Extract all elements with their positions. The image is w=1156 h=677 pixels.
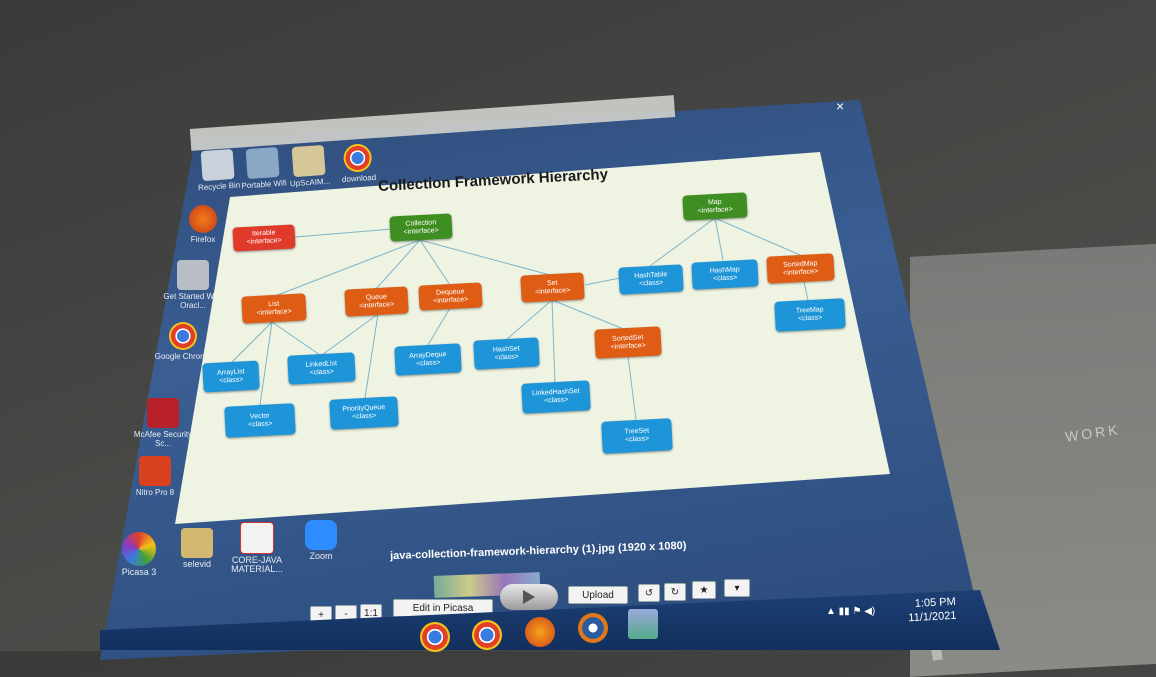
- nitro-icon: [139, 456, 171, 486]
- diagram-connectors: [231, 217, 809, 421]
- pdf-icon: [240, 522, 274, 554]
- node-arraylist: ArrayList <class>: [202, 360, 260, 393]
- taskbar-chrome-2-icon[interactable]: [472, 620, 502, 650]
- node-linkedhashset: LinkedHashSet <class>: [521, 380, 591, 414]
- node-collection: Collection <interface>: [389, 213, 453, 242]
- oracle-db-icon: [177, 260, 209, 290]
- folder-icon: [181, 528, 213, 558]
- desktop-icon-core-java[interactable]: CORE-JAVA MATERIAL...: [222, 522, 292, 574]
- play-slideshow-button[interactable]: [500, 584, 558, 610]
- star-button[interactable]: ★: [692, 581, 716, 599]
- node-queue: Queue <interface>: [344, 286, 409, 317]
- node-treeset: TreeSet <class>: [601, 418, 673, 454]
- zoom-icon: [305, 520, 337, 550]
- chrome-icon: [169, 322, 197, 350]
- node-linkedlist: LinkedList <class>: [287, 352, 356, 385]
- upload-button[interactable]: Upload: [568, 586, 628, 604]
- node-sortedmap: SortedMap <interface>: [766, 253, 835, 284]
- node-iterable: Iterable <interface>: [232, 224, 296, 252]
- taskbar-photo-viewer-icon[interactable]: [628, 609, 658, 639]
- taskbar-chrome-icon[interactable]: [420, 622, 450, 652]
- tray-icons[interactable]: ▲ ▮▮ ⚑ ◀): [826, 606, 876, 617]
- desktop-icon-oracle[interactable]: Get Started With Oracl...: [158, 260, 228, 310]
- desktop-icon-firefox[interactable]: Firefox: [168, 205, 238, 244]
- node-set: Set <interface>: [520, 272, 585, 303]
- node-treemap: TreeMap <class>: [774, 298, 846, 332]
- desktop-icon-mcafee[interactable]: McAfee Security Sc...: [128, 398, 198, 448]
- node-arraydeque: ArrayDeque <class>: [394, 343, 462, 376]
- clock-date: 11/1/2021: [908, 609, 957, 625]
- taskbar-firefox-icon[interactable]: [525, 617, 555, 647]
- more-options-button[interactable]: ▾: [724, 579, 750, 597]
- rotate-left-button[interactable]: ↺: [638, 584, 660, 602]
- desktop-icon-picasa[interactable]: Picasa 3: [104, 532, 174, 577]
- play-icon: [523, 590, 535, 604]
- node-list: List <interface>: [241, 293, 307, 324]
- node-hashmap: HashMap <class>: [691, 259, 759, 290]
- rotate-right-button[interactable]: ↻: [664, 583, 686, 601]
- firefox-icon: [189, 205, 217, 233]
- desktop-icon-nitro[interactable]: Nitro Pro 8: [120, 456, 190, 497]
- taskbar-clock[interactable]: 1:05 PM 11/1/2021: [907, 595, 957, 625]
- node-sortedset: SortedSet <interface>: [594, 326, 662, 359]
- desktop-icon-selevid[interactable]: selevid: [162, 528, 232, 569]
- taskbar-eclipse-icon[interactable]: [578, 613, 608, 643]
- node-hashset: HashSet <class>: [473, 337, 540, 370]
- node-priorityqueue: PriorityQueue <class>: [329, 396, 399, 430]
- viewer-close-button[interactable]: ×: [836, 98, 845, 114]
- node-dequeue: Dequeue <interface>: [418, 282, 483, 311]
- node-map: Map <interface>: [682, 192, 748, 221]
- node-vector: Vector <class>: [224, 403, 296, 438]
- picasa-icon: [122, 532, 156, 566]
- node-hashtable: HashTable <class>: [618, 264, 684, 295]
- desktop-icon-zoom[interactable]: Zoom: [286, 520, 356, 561]
- desktop-icon-google-chrome[interactable]: Google Chrome: [148, 322, 218, 361]
- mcafee-icon: [147, 398, 179, 428]
